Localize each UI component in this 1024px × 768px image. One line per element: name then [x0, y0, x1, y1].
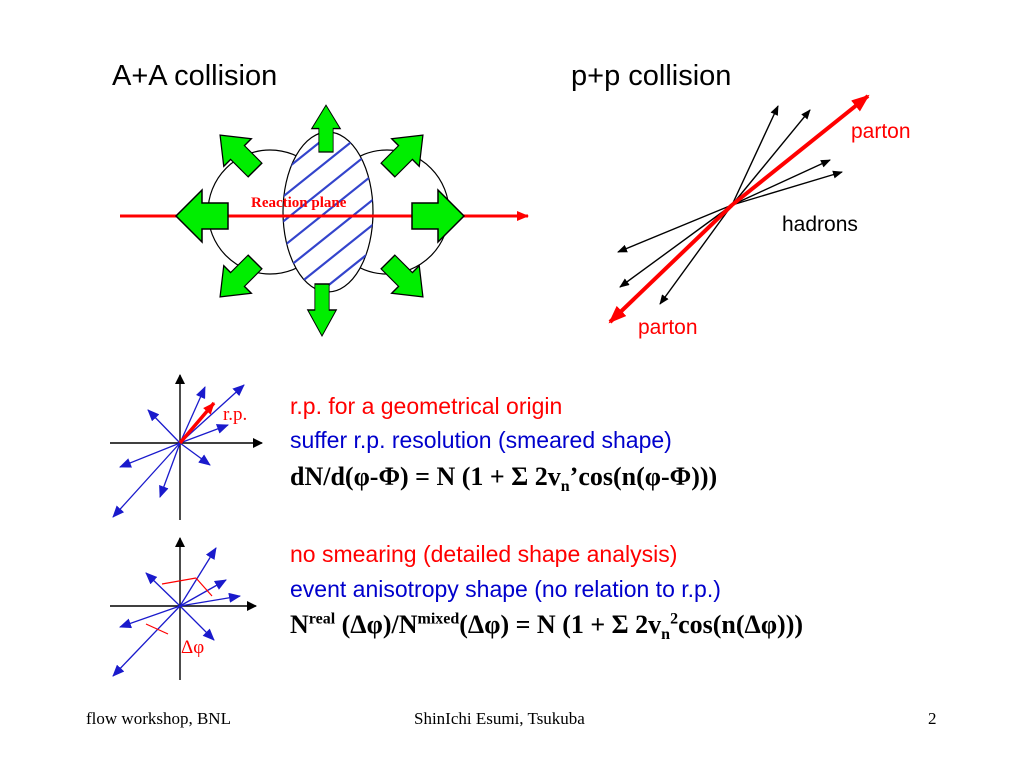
dphi-axis-label: Δφ	[181, 637, 205, 658]
eq2-sup-2: 2	[670, 610, 679, 628]
parton-arrow-top	[730, 94, 870, 207]
section2-line2: event anisotropy shape (no relation to r…	[290, 576, 721, 602]
footer-left: flow workshop, BNL	[86, 709, 231, 728]
parton-label-top: parton	[851, 120, 911, 143]
pair-arrows	[112, 547, 241, 677]
rp-axis-label: r.p.	[223, 404, 248, 425]
parton-label-bottom: parton	[638, 316, 698, 339]
aa-collision-diagram	[120, 104, 529, 337]
eq2-mid: (Δφ)/N	[335, 610, 418, 639]
flow-arrow-right	[411, 189, 465, 243]
eq2-sup-mixed: mixed	[417, 610, 460, 628]
flow-arrow-down-right	[373, 247, 438, 312]
eq2-part-d: cos(n(Δφ)))	[678, 610, 804, 639]
rp-arrow	[178, 401, 216, 445]
smeared-arrows	[112, 384, 245, 518]
eq1-part-b: ’cos(n(φ-Φ)))	[569, 462, 718, 491]
eq1-part-a: dN/d(φ-Φ) = N (1 + Σ 2v	[290, 462, 561, 491]
hadron-arrows	[617, 105, 843, 305]
eq2-sup-real: real	[308, 610, 336, 628]
flow-arrow-down-left	[205, 247, 270, 312]
aa-collision-title: A+A collision	[112, 60, 278, 92]
section1-line2: suffer r.p. resolution (smeared shape)	[290, 427, 672, 453]
dphi-diagram	[110, 537, 257, 680]
eq2-part-c: (Δφ) = N (1 + Σ 2v	[459, 610, 662, 639]
section1-equation: dN/d(φ-Φ) = N (1 + Σ 2vn’cos(n(φ-Φ)))	[290, 462, 717, 496]
eq2-n-real: N	[290, 610, 309, 639]
pp-collision-title: p+p collision	[571, 60, 732, 92]
section2-line1: no smearing (detailed shape analysis)	[290, 541, 678, 567]
rp-smeared-diagram	[110, 374, 263, 520]
dphi-angle-marks	[145, 577, 213, 635]
footer-center: ShinIchi Esumi, Tsukuba	[414, 709, 585, 728]
pp-collision-diagram	[608, 94, 870, 324]
page-number: 2	[928, 709, 937, 728]
parton-arrow-bottom	[608, 203, 734, 324]
section2-equation: Nreal (Δφ)/Nmixed(Δφ) = N (1 + Σ 2vn2cos…	[290, 610, 803, 644]
eq1-sub-n: n	[560, 478, 570, 496]
flow-arrow-left	[175, 189, 229, 243]
section1-line1: r.p. for a geometrical origin	[290, 393, 563, 419]
flow-arrow-up-right	[373, 120, 438, 185]
flow-arrow-up-left	[205, 120, 270, 185]
eq2-sub-n: n	[661, 626, 671, 644]
reaction-plane-label: Reaction plane	[251, 195, 347, 211]
hadrons-label: hadrons	[782, 213, 858, 236]
